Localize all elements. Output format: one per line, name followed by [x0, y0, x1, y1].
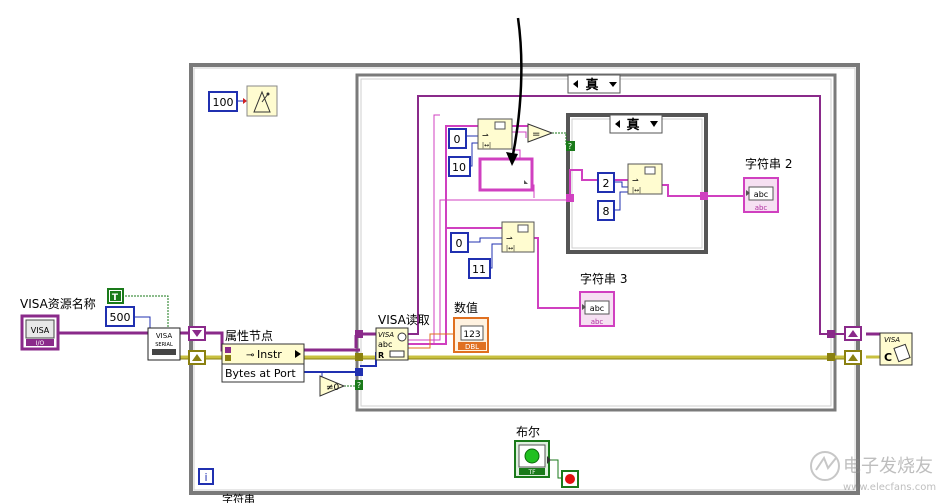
visa-serial-configure-node[interactable]: VISA SERIAL	[147, 327, 181, 361]
property-node-key-icon: ⊸	[246, 350, 254, 361]
bottom-cutoff-label: 字符串	[222, 492, 255, 503]
svg-text:|↔|: |↔|	[482, 142, 491, 149]
wait-ms-value: 100	[213, 96, 234, 109]
substring-node-2[interactable]: ⇀ |↔|	[627, 163, 663, 195]
visa-read-node[interactable]: VISA abc R	[375, 327, 409, 361]
visa-read-abc: abc	[378, 340, 392, 349]
sub3-offset-value: 0	[456, 237, 463, 250]
svg-text:⇀: ⇀	[482, 131, 489, 140]
loop-iteration-terminal: i	[198, 468, 214, 485]
case-tunnel-visa-in	[355, 330, 363, 338]
bool-true-text: T	[112, 293, 119, 303]
string3-abc: abc	[590, 304, 604, 313]
watermark-cn: 电子发烧友	[843, 456, 933, 477]
substring-node-3[interactable]: ⇀ |↔|	[501, 221, 535, 253]
shift-register-right[interactable]	[844, 326, 862, 365]
shift-register-left[interactable]	[188, 326, 206, 365]
baud-constant[interactable]: 500	[105, 306, 135, 327]
case-tunnel-error-out	[827, 353, 835, 361]
svg-text:=: =	[532, 129, 540, 140]
property-node-label: 属性节点	[225, 329, 273, 343]
equal-node[interactable]: =	[527, 123, 554, 143]
string2-label: 字符串 2	[745, 156, 792, 171]
svg-text:⇀: ⇀	[506, 234, 513, 243]
not-equal-zero-node[interactable]: ≠0	[319, 375, 346, 397]
serial-badge: SERIAL	[155, 342, 173, 348]
visa-close-c: C	[884, 351, 892, 364]
property-node-bytes-at-port[interactable]: Bytes at Port	[225, 367, 296, 380]
loop-index-text: i	[204, 471, 207, 484]
inner-case-tunnel-out	[700, 192, 708, 200]
inner-case-label: 真	[626, 117, 639, 133]
sub3-length-value: 11	[472, 263, 486, 276]
svg-text:abc: abc	[591, 318, 604, 326]
sub2-offset-constant[interactable]: 2	[597, 172, 615, 193]
visa-close-badge: VISA	[884, 336, 900, 344]
svg-text:⇀: ⇀	[632, 176, 639, 185]
svg-text:TF: TF	[527, 469, 536, 476]
string3-indicator[interactable]: abc abc	[579, 291, 615, 327]
visa-resource-label: VISA资源名称	[20, 296, 96, 311]
inner-case-selector-terminal	[566, 141, 575, 151]
visa-read-badge: VISA	[378, 331, 394, 339]
wait-ms-node[interactable]	[246, 85, 278, 117]
inner-case-tunnel-in	[566, 194, 574, 202]
loop-stop-terminal[interactable]	[561, 470, 579, 488]
string2-abc: abc	[754, 190, 768, 199]
case-selector-terminal	[355, 380, 363, 390]
visa-serial-badge: VISA	[156, 332, 172, 340]
visa-read-label: VISA读取	[378, 313, 430, 327]
sub3-offset-constant[interactable]: 0	[450, 232, 469, 253]
substring-node-1[interactable]: ⇀ |↔|	[477, 118, 513, 150]
svg-text:abc: abc	[755, 204, 768, 212]
svg-text:?: ?	[568, 142, 572, 151]
string-constant-empty[interactable]	[478, 157, 534, 192]
case-tunnel-error-in	[355, 353, 363, 361]
visa-close-node[interactable]: VISA C	[879, 332, 913, 366]
svg-text:|↔|: |↔|	[506, 245, 515, 252]
inner-case-selector[interactable]: 真	[609, 114, 663, 134]
numeric-type: DBL	[465, 343, 479, 351]
sub1-length-value: 10	[452, 161, 466, 174]
property-node[interactable]: ⊸ Instr Bytes at Port	[221, 343, 305, 383]
sub1-offset-constant[interactable]: 0	[448, 128, 467, 149]
property-node-class: Instr	[257, 348, 282, 361]
wait-ms-constant[interactable]: 100	[208, 91, 238, 112]
outer-case-label: 真	[585, 77, 598, 93]
numeric-indicator[interactable]: 123 DBL	[453, 317, 489, 353]
sub1-offset-value: 0	[454, 133, 461, 146]
watermark-url: www.elecfans.com	[843, 482, 936, 493]
boolean-label: 布尔	[516, 424, 540, 439]
case-tunnel-visa-out	[827, 330, 835, 338]
sub3-length-constant[interactable]: 11	[468, 258, 491, 279]
watermark: 电子发烧友 www.elecfans.com	[810, 451, 936, 493]
sub1-length-constant[interactable]: 10	[448, 156, 471, 177]
visa-resource-control[interactable]: VISA I/O	[20, 314, 60, 351]
annotation-arrow	[506, 17, 523, 166]
sub2-length-constant[interactable]: 8	[597, 200, 615, 221]
string2-indicator[interactable]: abc abc	[743, 177, 779, 213]
numeric-label: 数值	[454, 300, 478, 315]
case-tunnel-number-in	[355, 368, 363, 376]
bool-true-constant[interactable]: T	[107, 288, 124, 304]
sub2-length-value: 8	[603, 205, 610, 218]
not-equal-zero-text: ≠0	[326, 383, 340, 393]
visa-badge: VISA	[31, 326, 50, 335]
svg-text:|↔|: |↔|	[632, 187, 641, 194]
sub2-offset-value: 2	[603, 177, 610, 190]
numeric-value: 123	[463, 330, 480, 340]
boolean-control[interactable]: TF	[514, 440, 551, 478]
outer-case-structure[interactable]	[355, 73, 837, 412]
baud-value: 500	[110, 311, 131, 324]
io-badge: I/O	[36, 340, 45, 347]
string3-label: 字符串 3	[580, 271, 627, 286]
svg-text:?: ?	[357, 381, 361, 390]
while-loop[interactable]	[189, 63, 860, 495]
visa-read-r: R	[378, 351, 384, 360]
outer-case-selector[interactable]: 真	[567, 74, 621, 94]
